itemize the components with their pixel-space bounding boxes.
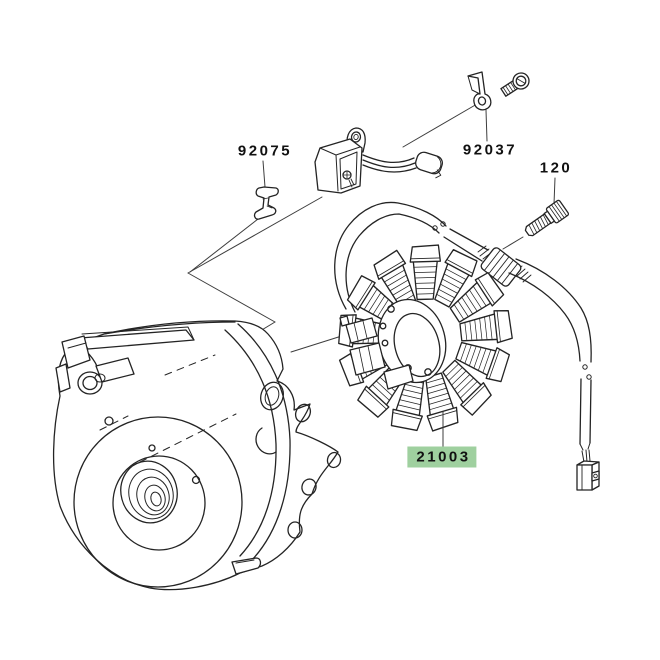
stator-coil: [336, 244, 514, 448]
cable-break-mark: [582, 364, 588, 370]
bolt-hole: [387, 305, 395, 313]
regulator-wires: [362, 154, 417, 173]
bolt-hole: [424, 368, 432, 376]
bolt-part: [524, 199, 570, 237]
connector-wires: [581, 449, 591, 463]
stator-harness-cable: [334, 201, 600, 491]
clip-part: [253, 186, 279, 220]
screw-head: [342, 170, 352, 180]
part-label-92037[interactable]: 92037: [462, 141, 518, 159]
part-label-21003-highlighted[interactable]: 21003: [407, 446, 477, 468]
harness-connector: [576, 460, 600, 491]
part-label-92075[interactable]: 92075: [237, 142, 293, 160]
cable-grommet: [480, 247, 522, 287]
engine-cover: [52, 320, 342, 591]
regulator-box: [314, 127, 443, 194]
stator-wire-guide: [339, 315, 414, 390]
bracket-screw: [500, 72, 530, 97]
bolt-hole: [381, 339, 389, 347]
bracket-part: [467, 71, 530, 111]
bolt-hole: [379, 322, 387, 330]
cable-break-mark: [432, 225, 438, 231]
wire-connector: [415, 151, 443, 179]
part-label-120[interactable]: 120: [539, 159, 573, 177]
cable-break-mark: [586, 374, 592, 380]
cable-break-mark: [440, 221, 446, 227]
